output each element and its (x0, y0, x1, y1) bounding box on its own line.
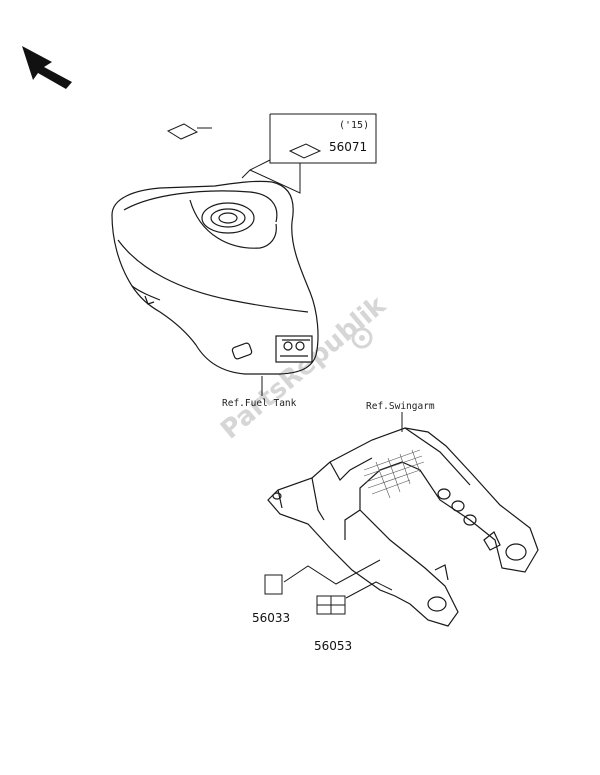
part-number-56033: 56033 (252, 611, 290, 625)
part-number-56053: 56053 (314, 639, 352, 653)
leader-lines-stickers (283, 559, 393, 599)
swingarm-mesh (363, 449, 425, 499)
watermark: PartsRepublik (215, 290, 392, 445)
callout-box-56071 (241, 113, 377, 194)
year-label: ('15) (339, 120, 369, 131)
ref-fuel-tank-label: Ref.Fuel Tank (222, 398, 297, 409)
label-sticker (166, 123, 322, 159)
fuel-tank (111, 180, 319, 375)
label-sticker-56033 (264, 574, 283, 595)
direction-arrow-icon (22, 46, 72, 89)
label-sticker-56053 (316, 595, 346, 615)
part-number-56071: 56071 (329, 140, 367, 154)
ref-swingarm-label: Ref.Swingarm (366, 401, 435, 412)
swingarm (267, 427, 539, 627)
svg-text:PartsRepublik: PartsRepublik (215, 290, 392, 445)
